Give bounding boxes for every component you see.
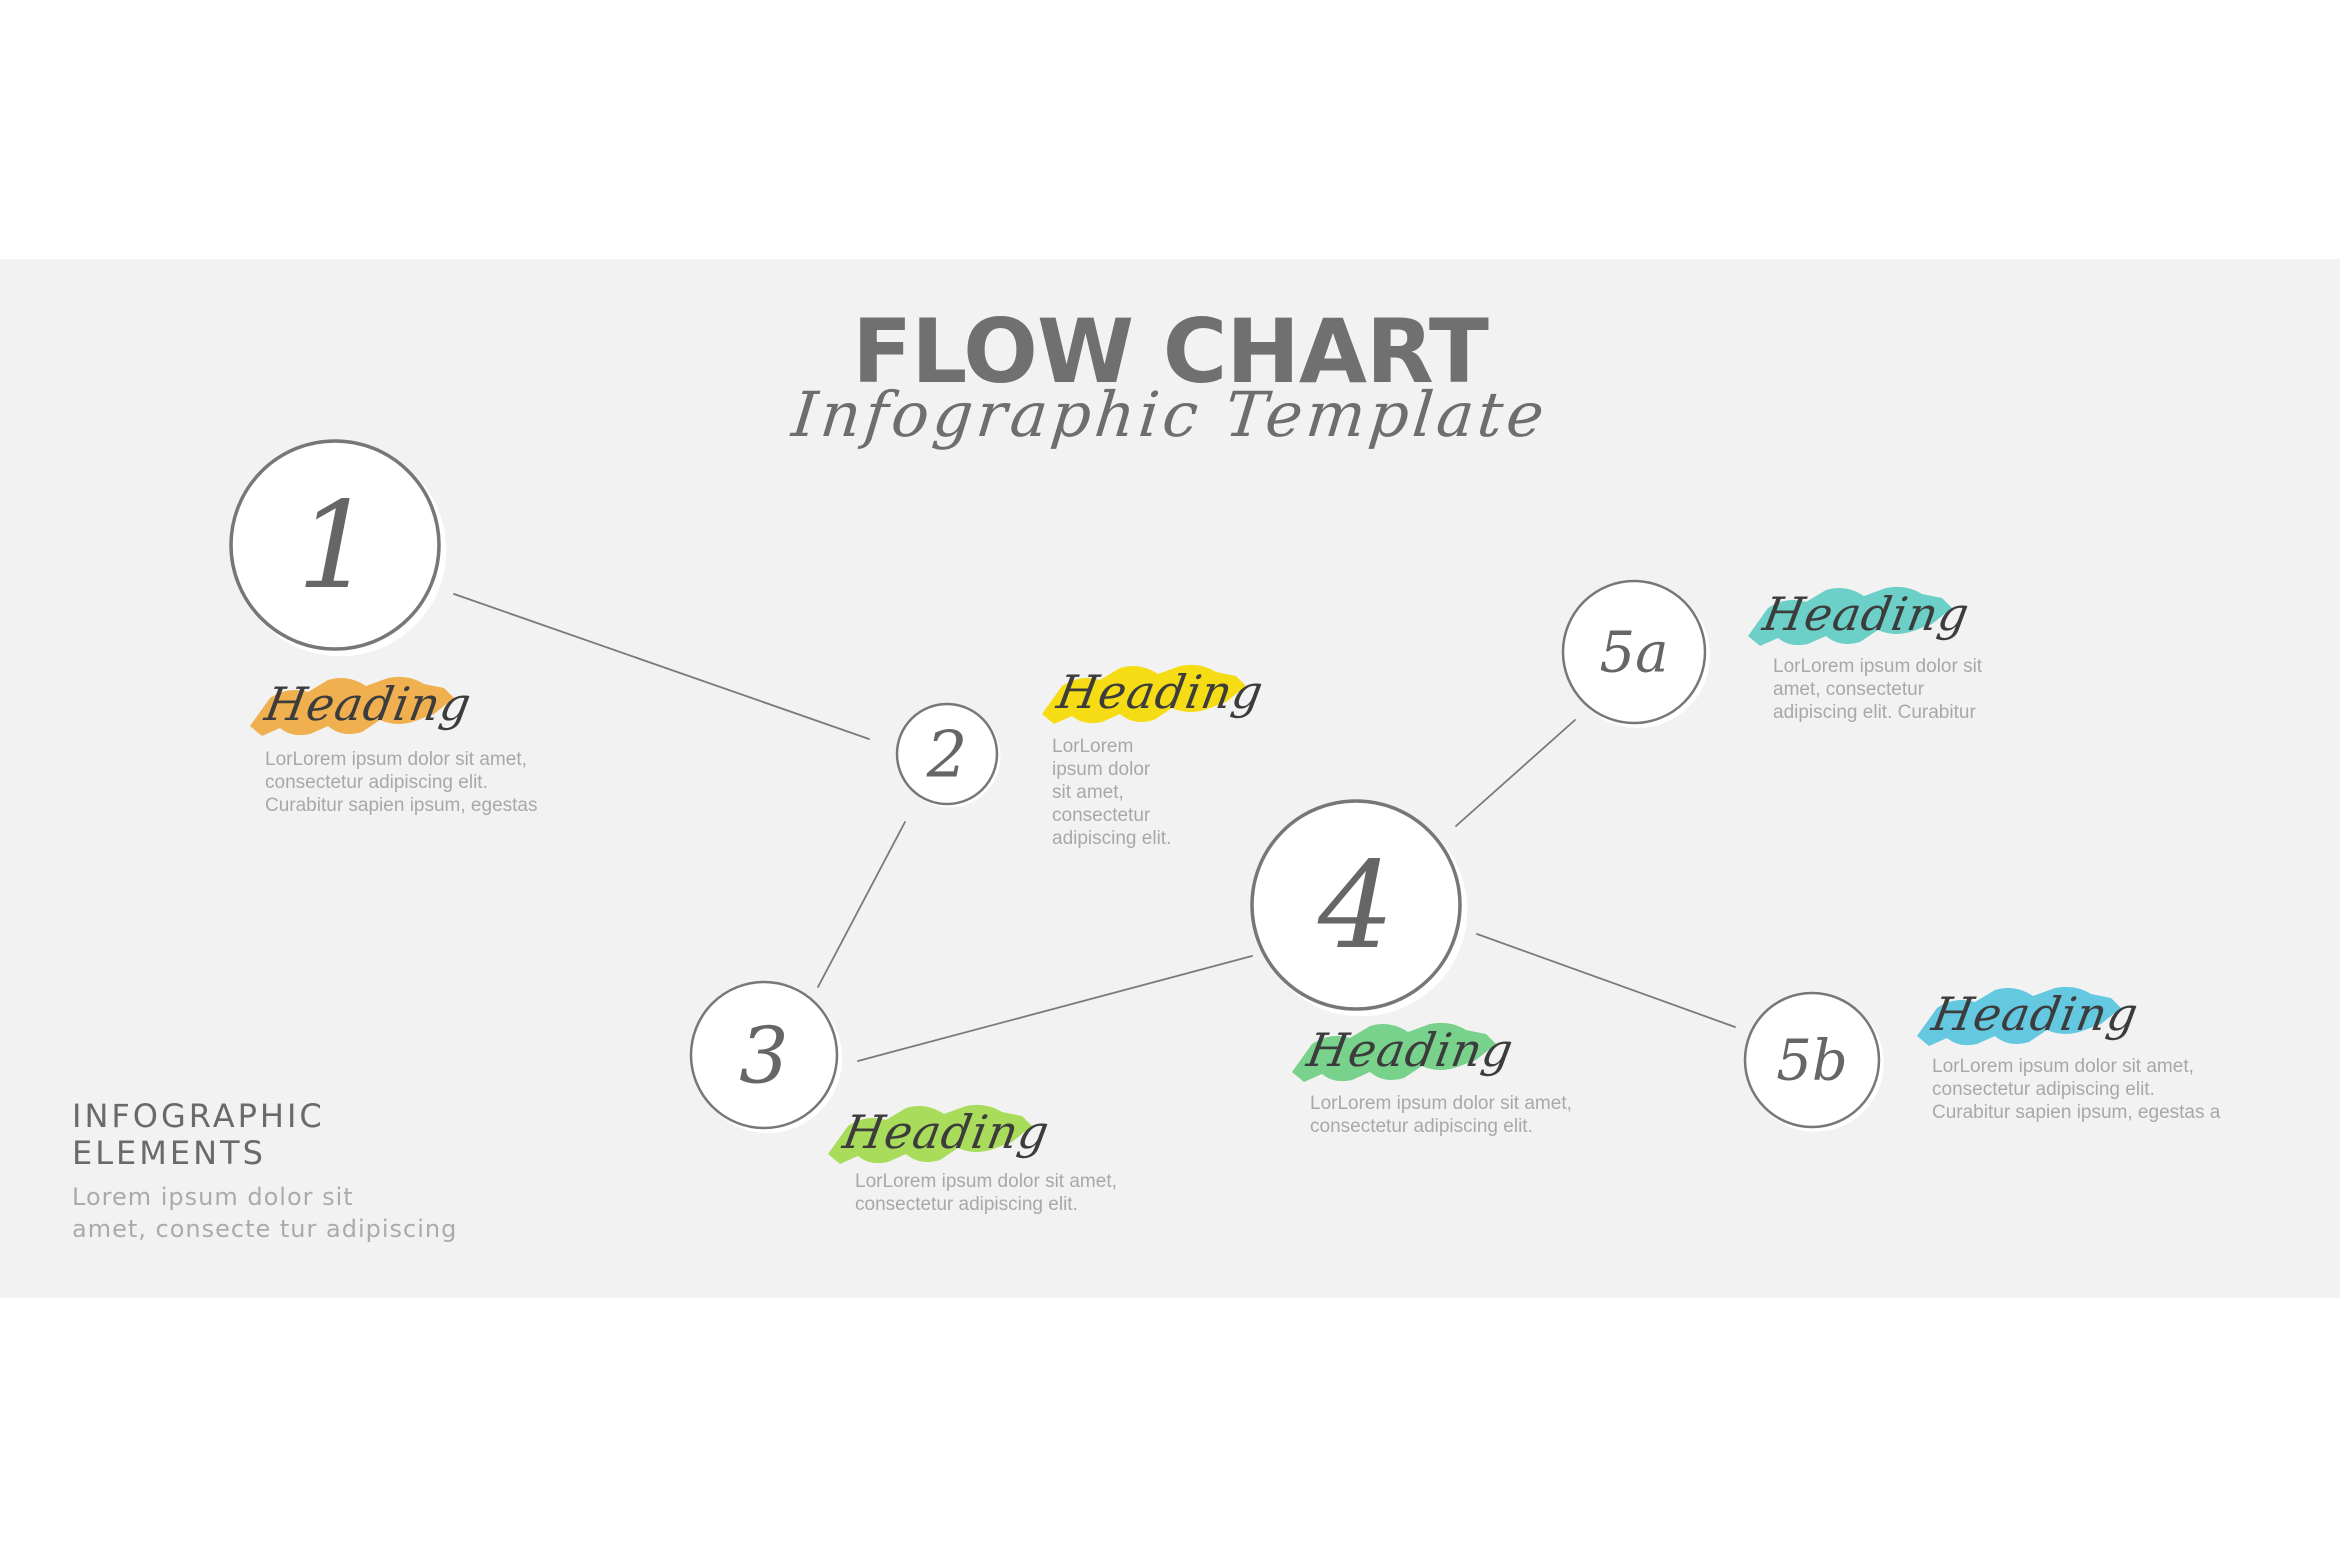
brush-highlight xyxy=(250,676,454,736)
brush-stroke xyxy=(828,1104,1032,1164)
heading-text: Heading xyxy=(1053,665,1268,719)
brush-highlight xyxy=(1292,1022,1496,1082)
brush-stroke xyxy=(1917,986,2121,1046)
brush-highlight xyxy=(1748,586,1952,646)
node-circle xyxy=(1250,799,1462,1011)
brush-stroke xyxy=(250,676,454,736)
heading-text: Heading xyxy=(839,1105,1054,1159)
brush-stroke xyxy=(1748,586,1952,646)
description-5a: LorLorem ipsum dolor sit amet, consectet… xyxy=(1773,656,1983,723)
content-band xyxy=(0,259,2340,1298)
description-1: LorLorem ipsum dolor sit amet, consectet… xyxy=(265,749,538,816)
node-number: 3 xyxy=(739,1011,789,1101)
description-4: LorLorem ipsum dolor sit amet, consectet… xyxy=(1310,1093,1572,1137)
description-3: LorLorem ipsum dolor sit amet, consectet… xyxy=(855,1171,1117,1215)
node-number: 4 xyxy=(1317,837,1394,976)
connector-3-4 xyxy=(857,955,1253,1062)
node-4[interactable]: 4 xyxy=(1250,799,1468,1017)
heading-text: Heading xyxy=(261,677,476,731)
connector-4-5a xyxy=(1455,719,1576,827)
node-circle xyxy=(1561,579,1707,725)
node-5a[interactable]: 5a xyxy=(1561,579,1710,728)
node-1[interactable]: 1 xyxy=(229,439,447,657)
heading-text: Heading xyxy=(1759,587,1974,641)
brush-highlight xyxy=(828,1104,1032,1164)
side-title: INFOGRAPHIC ELEMENTS xyxy=(72,1097,325,1172)
connector-2-3 xyxy=(817,821,906,988)
page-title: FLOW CHART xyxy=(852,300,1489,403)
heading-text: Heading xyxy=(1303,1023,1518,1077)
description-5b: LorLorem ipsum dolor sit amet, consectet… xyxy=(1932,1056,2221,1123)
connector-4-5b xyxy=(1476,933,1736,1028)
brush-stroke xyxy=(1042,664,1246,724)
node-number: 1 xyxy=(297,477,373,616)
brush-highlight xyxy=(1042,664,1246,724)
node-number: 5a xyxy=(1599,621,1668,686)
side-description: Lorem ipsum dolor sit amet, consecte tur… xyxy=(72,1183,458,1243)
nodes: 1 2 3 4 5a 5b xyxy=(229,439,1884,1134)
node-circle xyxy=(1743,991,1881,1129)
node-number: 2 xyxy=(926,718,968,792)
connectors xyxy=(453,593,1736,1062)
node-2[interactable]: 2 xyxy=(895,702,1001,808)
node-circle xyxy=(895,702,999,806)
node-circle xyxy=(229,439,441,651)
node-3[interactable]: 3 xyxy=(689,980,843,1134)
connector-1-2 xyxy=(453,593,870,740)
node-5b[interactable]: 5b xyxy=(1743,991,1884,1132)
heading-text: Heading xyxy=(1928,987,2143,1041)
brush-stroke xyxy=(1292,1022,1496,1082)
node-circle xyxy=(689,980,839,1130)
brush-highlight xyxy=(1917,986,2121,1046)
description-2: LorLorem ipsum dolor sit amet, consectet… xyxy=(1052,736,1172,849)
node-number: 5b xyxy=(1776,1029,1847,1094)
